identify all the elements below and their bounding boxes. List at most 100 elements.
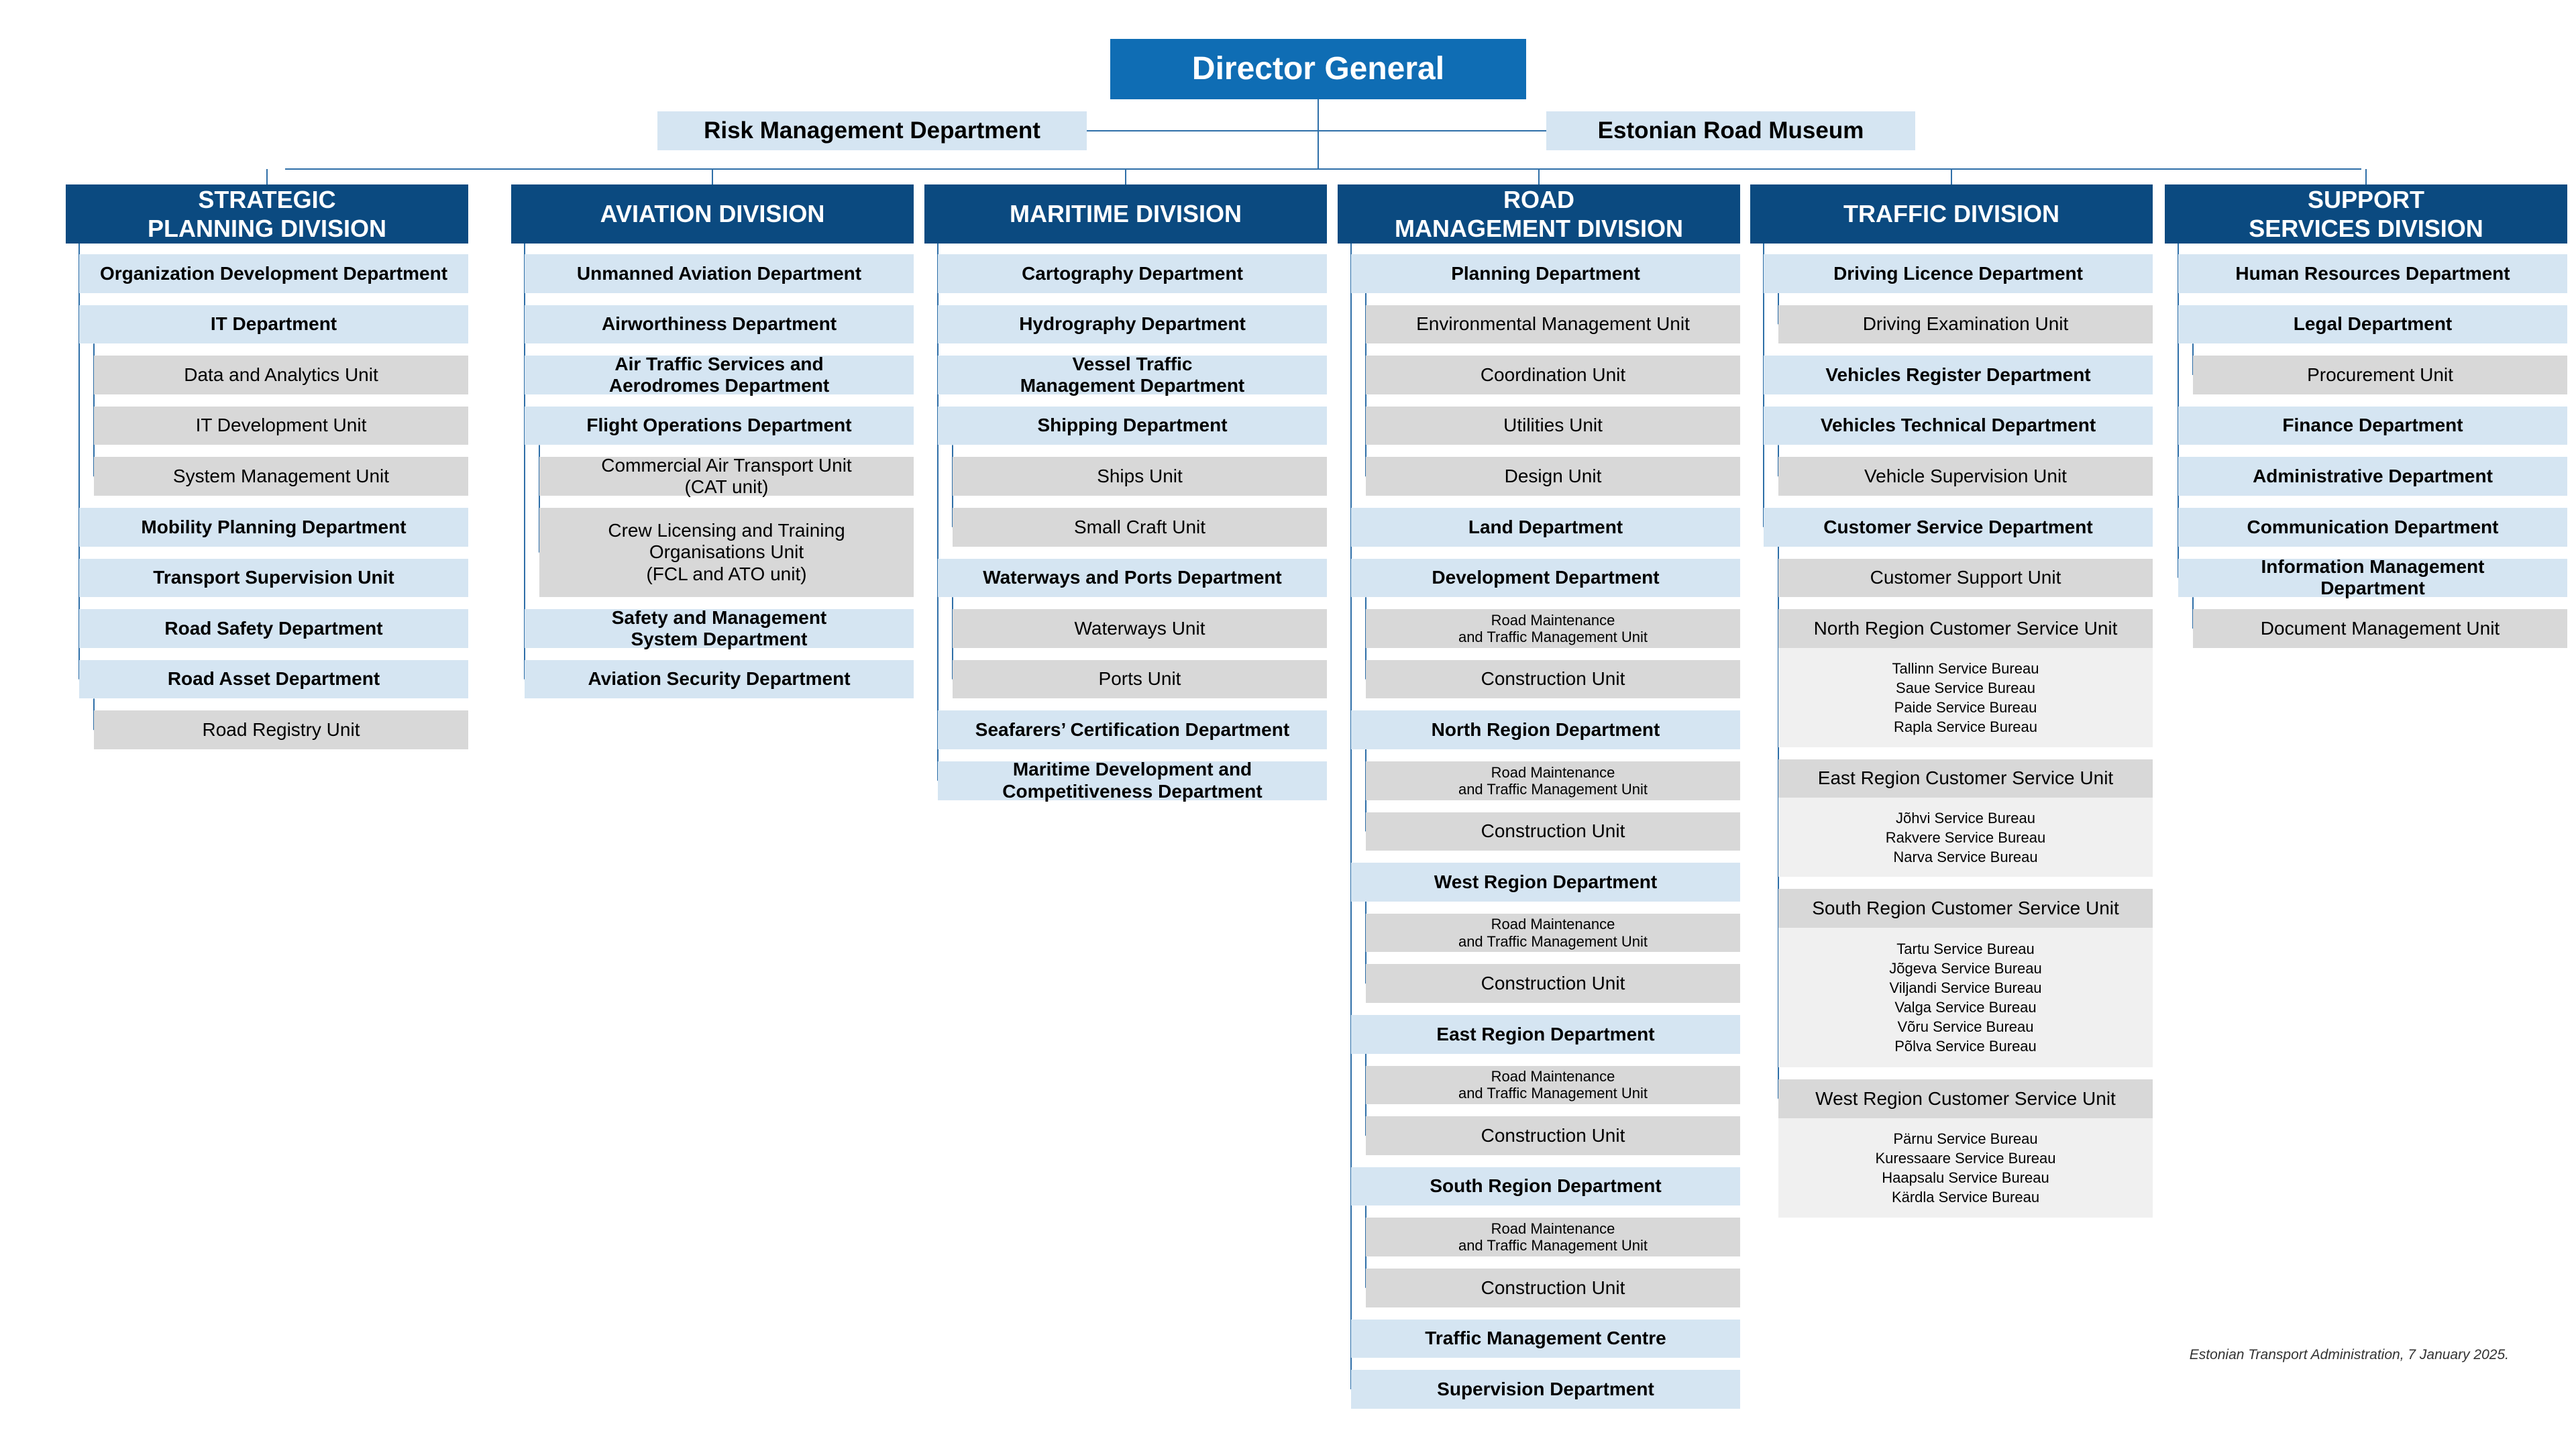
unit-north-region-customer-service-unit-label: North Region Customer Service Unit: [1813, 617, 2118, 639]
unit-crew-licensing-and-training-organisations-unit-fcl-and-ato-unit-label: Crew Licensing and Training Organisation…: [608, 519, 845, 584]
department-transport-supervision-unit-label: Transport Supervision Unit: [153, 567, 394, 588]
department-land-department-label: Land Department: [1468, 516, 1623, 537]
service-bureau-rapla-service-bureau: Rapla Service Bureau: [1893, 718, 2037, 735]
service-bureau-kuressaare-service-bureau: Kuressaare Service Bureau: [1875, 1149, 2056, 1167]
division-maritime-division-box: MARITIME DIVISION: [924, 184, 1327, 244]
department-east-region-department-label: East Region Department: [1436, 1023, 1655, 1044]
department-vehicles-technical-department-box: Vehicles Technical Department: [1764, 406, 2153, 445]
division-strategic-planning-division-box: STRATEGIC PLANNING DIVISION: [66, 184, 468, 244]
division-traffic-division-label: TRAFFIC DIVISION: [1843, 200, 2059, 228]
department-airworthiness-department-box: Airworthiness Department: [525, 305, 914, 344]
director-general-box: Director General: [1110, 39, 1526, 99]
department-traffic-management-centre-label: Traffic Management Centre: [1425, 1328, 1666, 1349]
department-legal-department-box: Legal Department: [2178, 305, 2567, 344]
unit-ports-unit-box: Ports Unit: [953, 659, 1327, 699]
unit-procurement-unit-box: Procurement Unit: [2193, 356, 2567, 394]
department-cartography-department-box: Cartography Department: [938, 254, 1327, 293]
unit-east-region-customer-service-unit-label: East Region Customer Service Unit: [1817, 767, 2114, 789]
unit-it-development-unit-box: IT Development Unit: [94, 406, 468, 445]
unit-vehicle-supervision-unit-label: Vehicle Supervision Unit: [1864, 465, 2067, 486]
division-strategic-planning-division-label: STRATEGIC PLANNING DIVISION: [147, 185, 387, 242]
division-traffic-division-box: TRAFFIC DIVISION: [1750, 184, 2153, 244]
unit-construction-unit-box: Construction Unit: [1366, 659, 1740, 699]
department-south-region-department-label: South Region Department: [1430, 1175, 1662, 1197]
unit-west-region-customer-service-unit-box: West Region Customer Service Unit: [1778, 1079, 2153, 1118]
department-customer-service-department-label: Customer Service Department: [1823, 516, 2093, 537]
department-driving-licence-department-box: Driving Licence Department: [1764, 254, 2153, 293]
department-waterways-and-ports-department-box: Waterways and Ports Department: [938, 558, 1327, 598]
department-road-asset-department-box: Road Asset Department: [79, 659, 468, 699]
department-supervision-department-box: Supervision Department: [1351, 1370, 1740, 1409]
unit-south-region-customer-service-unit-label: South Region Customer Service Unit: [1812, 897, 2119, 918]
department-information-management-department-label: Information Management Department: [2261, 555, 2485, 599]
unit-it-development-unit-label: IT Development Unit: [195, 415, 367, 436]
department-air-traffic-services-and-aerodromes-department-box: Air Traffic Services and Aerodromes Depa…: [525, 354, 914, 396]
department-human-resources-department-label: Human Resources Department: [2235, 262, 2510, 284]
department-seafarers-certification-department-box: Seafarers’ Certification Department: [938, 710, 1327, 749]
unit-document-management-unit-box: Document Management Unit: [2193, 609, 2567, 648]
department-mobility-planning-department-label: Mobility Planning Department: [141, 516, 407, 537]
department-driving-licence-department-label: Driving Licence Department: [1833, 262, 2083, 284]
department-safety-and-management-system-department-box: Safety and Management System Department: [525, 606, 914, 649]
service-bureau-viljandi-service-bureau: Viljandi Service Bureau: [1889, 979, 2042, 996]
department-unmanned-aviation-department-label: Unmanned Aviation Department: [576, 262, 862, 284]
unit-environmental-management-unit-label: Environmental Management Unit: [1416, 313, 1690, 335]
service-bureau-v-ru-service-bureau: Võru Service Bureau: [1897, 1018, 2034, 1036]
department-cartography-department-label: Cartography Department: [1022, 262, 1243, 284]
department-organization-development-department-box: Organization Development Department: [79, 254, 468, 293]
department-aviation-security-department-box: Aviation Security Department: [525, 659, 914, 699]
unit-commercial-air-transport-unit-cat-unit-label: Commercial Air Transport Unit (CAT unit): [601, 454, 852, 498]
department-north-region-department-box: North Region Department: [1351, 710, 1740, 749]
department-legal-department-label: Legal Department: [2293, 313, 2453, 335]
department-information-management-department-box: Information Management Department: [2178, 555, 2567, 599]
unit-system-management-unit-box: System Management Unit: [94, 457, 468, 496]
unit-south-region-customer-service-unit-box: South Region Customer Service Unit: [1778, 889, 2153, 928]
department-waterways-and-ports-department-label: Waterways and Ports Department: [983, 567, 1282, 588]
department-vessel-traffic-management-department-label: Vessel Traffic Management Department: [1020, 353, 1245, 396]
department-communication-department-box: Communication Department: [2178, 508, 2567, 547]
service-bureau-valga-service-bureau: Valga Service Bureau: [1894, 999, 2037, 1016]
unit-environmental-management-unit-box: Environmental Management Unit: [1366, 305, 1740, 344]
service-bureau-paide-service-bureau: Paide Service Bureau: [1894, 698, 2037, 716]
department-planning-department-label: Planning Department: [1451, 262, 1640, 284]
estonian-road-museum-box: Estonian Road Museum: [1546, 111, 1915, 150]
department-shipping-department-box: Shipping Department: [938, 406, 1327, 445]
department-hydrography-department-box: Hydrography Department: [938, 305, 1327, 344]
department-land-department-box: Land Department: [1351, 508, 1740, 547]
department-vessel-traffic-management-department-box: Vessel Traffic Management Department: [938, 353, 1327, 396]
department-safety-and-management-system-department-label: Safety and Management System Department: [611, 606, 827, 649]
department-development-department-box: Development Department: [1351, 558, 1740, 598]
department-mobility-planning-department-box: Mobility Planning Department: [79, 508, 468, 547]
unit-document-management-unit-label: Document Management Unit: [2260, 617, 2500, 639]
director-general-label: Director General: [1191, 51, 1445, 87]
unit-construction-unit-label: Construction Unit: [1481, 1277, 1625, 1298]
unit-road-registry-unit-label: Road Registry Unit: [202, 718, 360, 740]
unit-construction-unit-box: Construction Unit: [1366, 964, 1740, 1003]
unit-coordination-unit-box: Coordination Unit: [1366, 356, 1740, 394]
department-road-safety-department-box: Road Safety Department: [79, 609, 468, 648]
division-road-management-division-box: ROAD MANAGEMENT DIVISION: [1338, 184, 1740, 244]
unit-customer-support-unit-label: Customer Support Unit: [1870, 567, 2061, 588]
unit-ships-unit-box: Ships Unit: [953, 457, 1327, 496]
unit-road-maintenance-and-traffic-management-unit-label: Road Maintenance and Traffic Management …: [1458, 1068, 1648, 1102]
department-organization-development-department-label: Organization Development Department: [99, 262, 448, 284]
department-seafarers-certification-department-label: Seafarers’ Certification Department: [975, 718, 1290, 740]
department-east-region-department-box: East Region Department: [1351, 1015, 1740, 1054]
department-airworthiness-department-label: Airworthiness Department: [601, 313, 837, 335]
service-bureau-haapsalu-service-bureau: Haapsalu Service Bureau: [1882, 1169, 2049, 1186]
department-unmanned-aviation-department-box: Unmanned Aviation Department: [525, 254, 914, 293]
unit-waterways-unit-label: Waterways Unit: [1074, 617, 1205, 639]
division-aviation-division-box: AVIATION DIVISION: [511, 184, 914, 244]
division-aviation-division-label: AVIATION DIVISION: [600, 200, 825, 228]
unit-driving-examination-unit-label: Driving Examination Unit: [1862, 313, 2069, 335]
unit-ships-unit-label: Ships Unit: [1097, 465, 1183, 486]
service-bureau-tartu-service-bureau: Tartu Service Bureau: [1896, 940, 2035, 957]
department-finance-department-box: Finance Department: [2178, 406, 2567, 445]
service-bureau-p-lva-service-bureau: Põlva Service Bureau: [1894, 1038, 2037, 1055]
unit-road-maintenance-and-traffic-management-unit-box: Road Maintenance and Traffic Management …: [1366, 913, 1740, 953]
unit-road-maintenance-and-traffic-management-unit-label: Road Maintenance and Traffic Management …: [1458, 916, 1648, 950]
unit-data-and-analytics-unit-box: Data and Analytics Unit: [94, 356, 468, 394]
service-bureau-rakvere-service-bureau: Rakvere Service Bureau: [1885, 828, 2046, 846]
service-bureau-j-geva-service-bureau: Jõgeva Service Bureau: [1889, 959, 2042, 977]
